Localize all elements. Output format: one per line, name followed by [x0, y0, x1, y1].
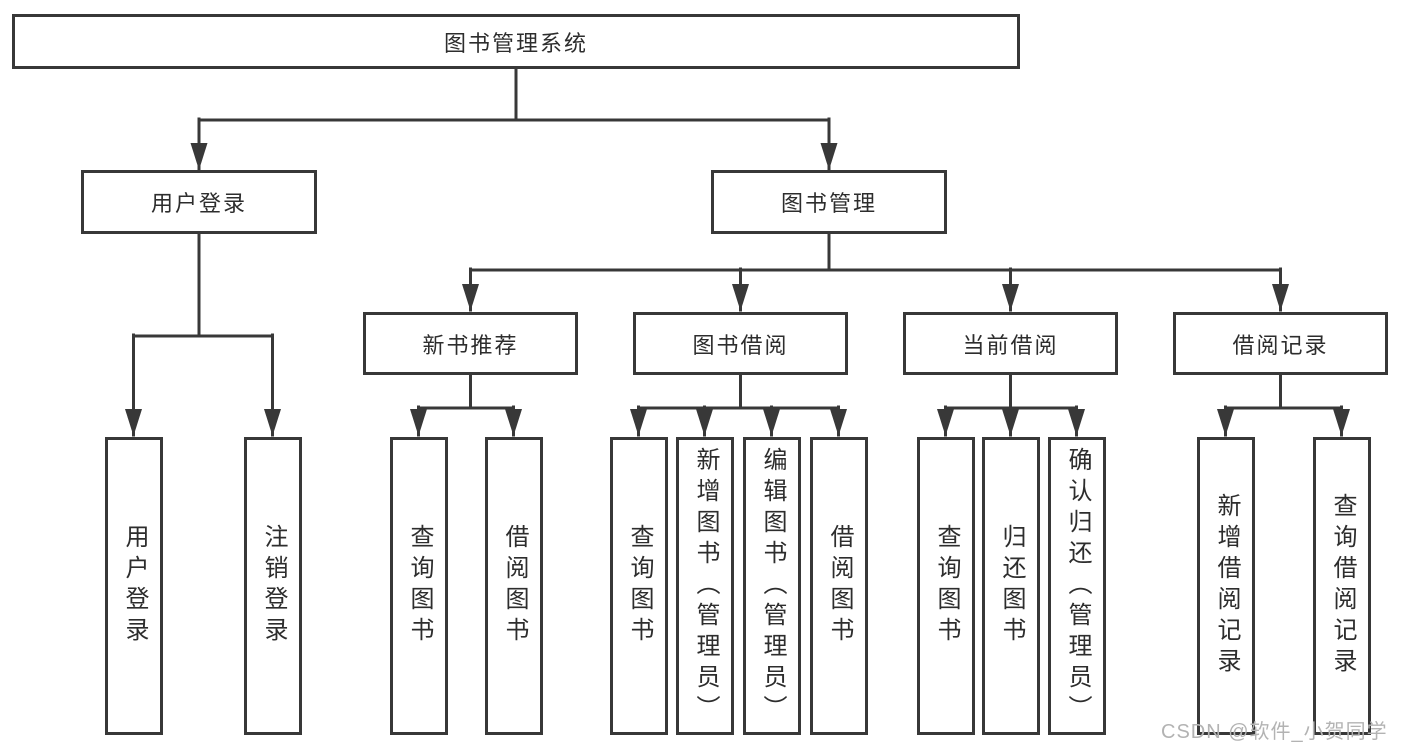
- leaf-label: 确认归还（管理员）: [1064, 446, 1091, 726]
- leaf-confirm-return-admin: 确认归还（管理员）: [1048, 437, 1106, 735]
- leaf-borrow-book: 借阅图书: [810, 437, 868, 735]
- leaf-label: 新增借阅记录: [1213, 493, 1240, 679]
- node-label: 图书管理: [780, 191, 877, 216]
- leaf-label: 查询图书: [626, 524, 653, 648]
- leaf-query-book-current: 查询图书: [917, 437, 975, 735]
- node-user-login: 用户登录: [81, 170, 317, 234]
- connector-new-book-recommend-to-leaves: [410, 373, 522, 437]
- leaf-return-book: 归还图书: [982, 437, 1040, 735]
- node-label: 用户登录: [150, 191, 247, 216]
- leaf-label: 查询图书: [406, 524, 433, 648]
- node-borrow-record: 借阅记录: [1173, 312, 1388, 375]
- node-label: 当前借阅: [962, 332, 1059, 358]
- node-book-borrow: 图书借阅: [633, 312, 848, 375]
- leaf-label: 新增图书（管理员）: [692, 446, 719, 726]
- leaf-edit-book-admin: 编辑图书（管理员）: [743, 437, 801, 735]
- node-book-management: 图书管理: [711, 170, 947, 234]
- leaf-logout: 注销登录: [244, 437, 302, 735]
- leaf-add-book-admin: 新增图书（管理员）: [676, 437, 734, 735]
- leaf-label: 归还图书: [998, 524, 1025, 648]
- connector-book-borrow-to-leaves: [630, 373, 847, 437]
- connector-borrow-record-to-leaves: [1217, 373, 1350, 437]
- node-label: 图书借阅: [692, 332, 789, 358]
- node-label: 新书推荐: [422, 332, 519, 358]
- leaf-query-book-recommend: 查询图书: [390, 437, 448, 735]
- node-new-book-recommend: 新书推荐: [363, 312, 578, 375]
- leaf-query-borrow-record: 查询借阅记录: [1313, 437, 1371, 735]
- node-label: 借阅记录: [1232, 332, 1329, 358]
- leaf-label: 查询借阅记录: [1329, 493, 1356, 679]
- leaf-label: 借阅图书: [501, 524, 528, 648]
- node-root-library-management-system: 图书管理系统: [12, 14, 1020, 69]
- leaf-label: 借阅图书: [826, 524, 853, 648]
- node-current-borrow: 当前借阅: [903, 312, 1118, 375]
- leaf-label: 查询图书: [933, 524, 960, 648]
- leaf-label: 注销登录: [260, 524, 287, 648]
- csdn-watermark: CSDN @软件_小贺同学: [1161, 721, 1388, 743]
- leaf-borrow-book-recommend: 借阅图书: [485, 437, 543, 735]
- leaf-query-book-borrow: 查询图书: [610, 437, 668, 735]
- connector-book-management-to-level3: [462, 232, 1289, 312]
- connector-root-to-level2: [190, 66, 838, 171]
- node-label: 图书管理系统: [443, 30, 588, 56]
- leaf-label: 用户登录: [121, 524, 148, 648]
- leaf-add-borrow-record: 新增借阅记录: [1197, 437, 1255, 735]
- leaf-user-login: 用户登录: [105, 437, 163, 735]
- connector-current-borrow-to-leaves: [937, 373, 1085, 437]
- connector-user-login-to-leaves: [125, 232, 281, 437]
- leaf-label: 编辑图书（管理员）: [759, 446, 786, 726]
